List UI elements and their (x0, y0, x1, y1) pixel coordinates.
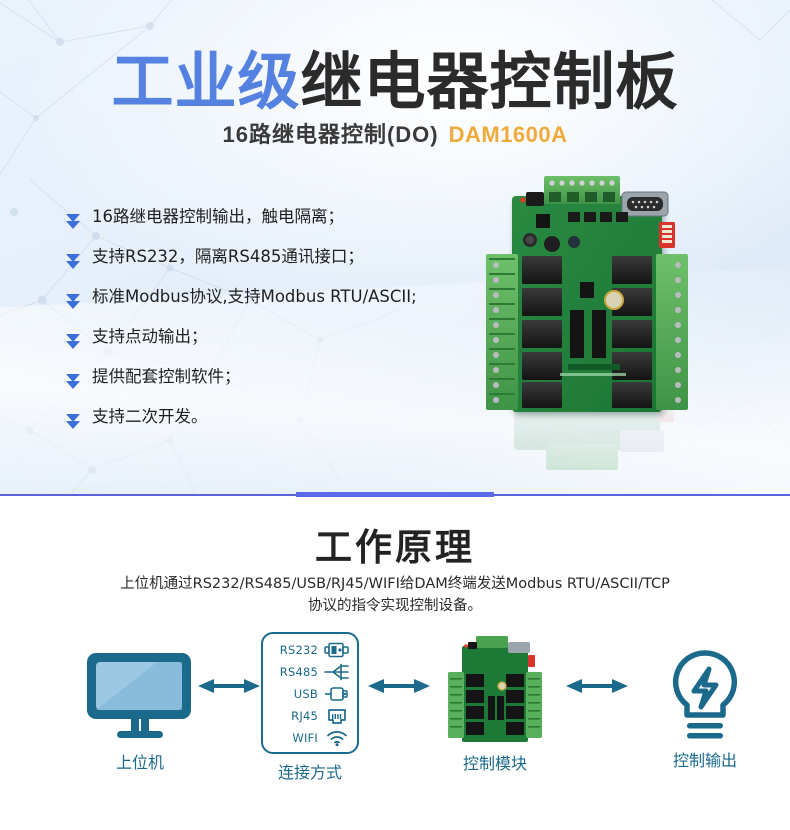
wifi-icon (324, 729, 350, 747)
arrow-host-connection (198, 675, 260, 702)
terminal-block-right (656, 254, 688, 410)
connection-label: USB (293, 687, 318, 701)
connection-label: RS485 (279, 665, 318, 679)
feature-item: 支持二次开发。 (62, 406, 482, 433)
coin-cell-battery (604, 290, 624, 310)
connection-row: RS485 (263, 661, 357, 683)
feature-label: 支持二次开发。 (92, 407, 208, 426)
flow-diagram: 上位机 RS232 (0, 627, 790, 827)
monitor-icon (87, 653, 191, 738)
double-chevron-down-icon (62, 289, 84, 313)
feature-item: 支持RS232，隔离RS485通讯接口； (62, 246, 482, 273)
flow-node-label: 连接方式 (277, 765, 342, 782)
section-description-line2: 协议的指令实现控制设备。 (308, 598, 482, 614)
working-principle-section: 工作原理 上位机通过RS232/RS485/USB/RJ45/WIFI给DAM终… (0, 497, 790, 830)
feature-list: 16路继电器控制输出，触电隔离； 支持RS232，隔离RS485通讯接口； 标准… (62, 206, 482, 446)
flow-node-label: 控制输出 (672, 753, 737, 770)
section-description: 上位机通过RS232/RS485/USB/RJ45/WIFI给DAM终端发送Mo… (60, 573, 730, 617)
rj45-jack-icon (324, 707, 350, 725)
center-ic-array (570, 282, 606, 358)
feature-label: 16路继电器控制输出，触电隔离； (92, 207, 344, 226)
section-divider-accent (296, 492, 494, 498)
double-arrow-horizontal-icon (198, 679, 260, 693)
connection-label: RJ45 (291, 709, 318, 723)
flow-node-label: 上位机 (115, 755, 164, 772)
usb-plug-icon (324, 685, 350, 703)
connection-label: RS232 (279, 643, 318, 657)
power-led (520, 197, 526, 203)
dc-power-jack (526, 192, 544, 206)
page-title: 工业级继电器控制板 (0, 52, 790, 114)
section-heading: 工作原理 (315, 527, 475, 568)
feature-label: 支持RS232，隔离RS485通讯接口； (92, 247, 364, 266)
hero-section: 工业级继电器控制板 16路继电器控制(DO) DAM1600A 16路继电器控制输… (0, 0, 790, 495)
flow-node-connection-anchor (0, 627, 790, 628)
double-chevron-down-icon (62, 249, 84, 273)
feature-label: 标准Modbus协议,支持Modbus RTU/ASCII; (92, 287, 417, 306)
page-title-accent: 工业级 (111, 48, 301, 117)
double-arrow-horizontal-icon (566, 679, 628, 693)
relay-board-icon (448, 636, 542, 742)
ic-chip (536, 214, 550, 228)
feature-item: 16路继电器控制输出，触电隔离； (62, 206, 482, 233)
arrow-module-output (566, 675, 628, 702)
page-title-main: 继电器控制板 (300, 48, 679, 117)
double-chevron-down-icon (62, 209, 84, 233)
product-photo (472, 170, 702, 440)
double-arrow-horizontal-icon (368, 679, 430, 693)
product-model: DAM1600A (448, 122, 568, 147)
connection-row: RJ45 (263, 705, 357, 727)
flow-node-module: 控制模块 (440, 630, 550, 773)
flow-node-label: 控制模块 (462, 756, 527, 773)
page-subtitle: 16路继电器控制(DO) DAM1600A (0, 124, 790, 146)
feature-label: 支持点动输出； (92, 327, 208, 346)
connection-label: WIFI (292, 731, 318, 745)
db9-serial-port (621, 191, 669, 217)
flow-node-output: 控制输出 (660, 647, 750, 770)
page-subtitle-text: 16路继电器控制(DO) (222, 122, 439, 147)
connection-row: WIFI (263, 727, 357, 749)
inductor (544, 236, 560, 252)
capacitor (568, 236, 580, 248)
top-terminal-connector (544, 176, 620, 204)
relay-bank-right (612, 256, 652, 408)
relay-bank-left (522, 256, 562, 408)
connection-methods-panel[interactable]: RS232 RS485 (261, 632, 359, 754)
db9-serial-icon (324, 641, 350, 659)
feature-label: 提供配套控制软件； (92, 367, 241, 386)
section-description-line1: 上位机通过RS232/RS485/USB/RJ45/WIFI给DAM终端发送Mo… (120, 576, 670, 592)
feature-item: 支持点动输出； (62, 326, 482, 353)
flow-node-host: 上位机 (79, 649, 201, 772)
feature-item: 提供配套控制软件； (62, 366, 482, 393)
connection-row: RS232 (263, 639, 357, 661)
lightbulb-icon (672, 650, 738, 739)
double-chevron-down-icon (62, 409, 84, 433)
terminal-block-left (486, 254, 518, 410)
rs485-bus-icon (324, 663, 350, 681)
feature-item: 标准Modbus协议,支持Modbus RTU/ASCII; (62, 286, 482, 313)
dip-switch (659, 222, 675, 248)
arrow-connection-module (368, 675, 430, 702)
double-chevron-down-icon (62, 329, 84, 353)
double-chevron-down-icon (62, 369, 84, 393)
connection-row: USB (263, 683, 357, 705)
